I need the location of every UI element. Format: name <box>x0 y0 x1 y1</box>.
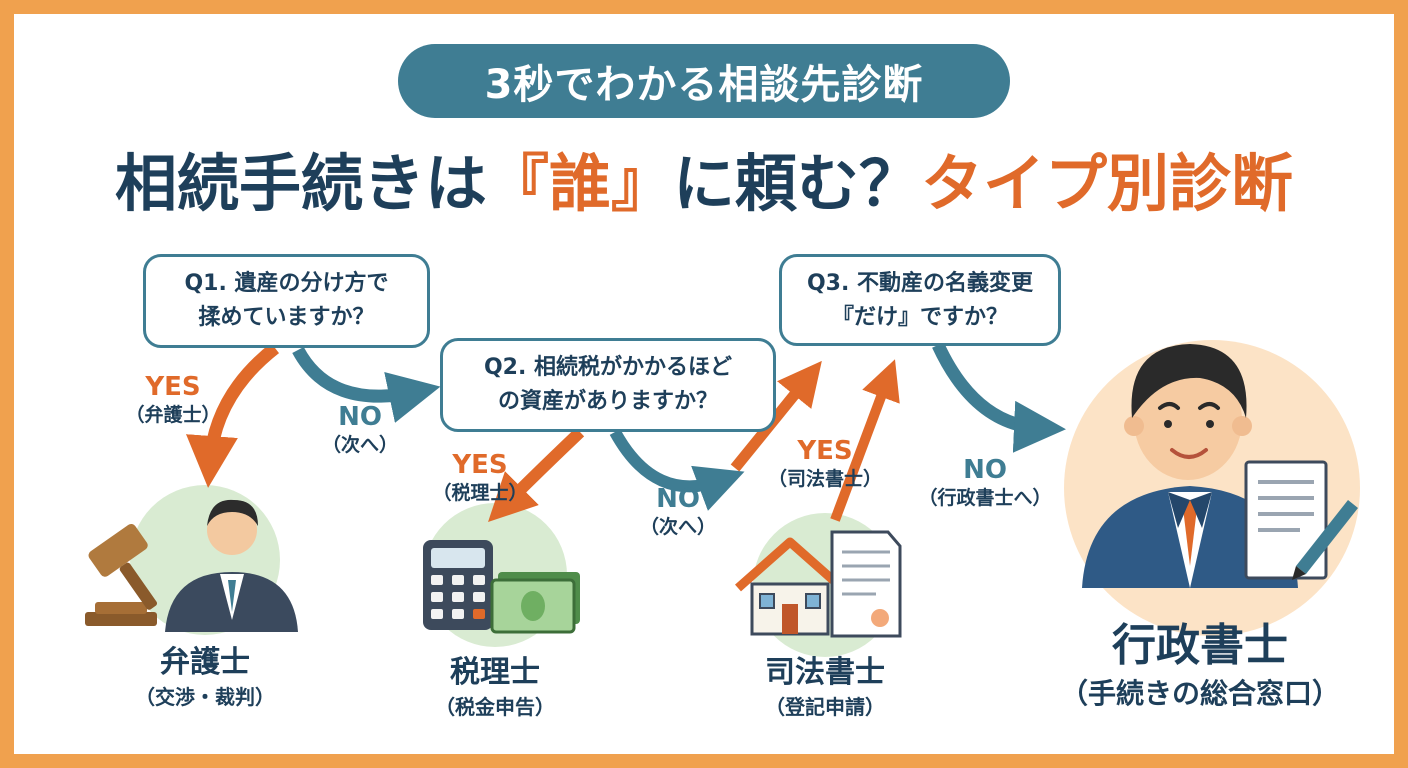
admin-person-icon <box>1082 344 1298 588</box>
q1-yes-label: YES （弁護士） <box>118 372 228 428</box>
result-admin-sub: （手続きの総合窓口） <box>1059 677 1340 710</box>
result-lawyer: 弁護士 （交渉・裁判） <box>110 644 300 712</box>
title-part-1: 相続手続きは <box>114 147 487 220</box>
q2-yes-arrow <box>488 427 585 522</box>
question-3-box: Q3. 不動産の名義変更 『だけ』ですか？ <box>779 254 1061 346</box>
question-1-line-1: Q1. 遺産の分け方で <box>184 271 389 296</box>
q3-no-label: NO （行政書士へ） <box>905 455 1065 511</box>
q1-no-text: NO <box>338 402 382 432</box>
pen-icon <box>1292 500 1358 580</box>
result-tax-sub: （税金申告） <box>435 695 555 719</box>
house-icon <box>735 537 845 636</box>
question-2-box: Q2. 相続税がかかるほど の資産がありますか？ <box>440 338 776 432</box>
result-lawyer-sub: （交渉・裁判） <box>135 685 275 709</box>
q2-no-arrow <box>609 429 745 511</box>
result-judicial-sub: （登記申請） <box>765 695 885 719</box>
q2-yes-label: YES （税理士） <box>420 450 540 506</box>
result-judicial-title: 司法書士 <box>765 655 885 690</box>
badge-text: 3秒でわかる相談先診断 <box>484 62 924 108</box>
q2-no-sub: （次へ） <box>639 516 716 538</box>
calculator-icon <box>423 540 493 630</box>
gavel-icon <box>85 523 158 626</box>
result-admin: 行政書士 （手続きの総合窓口） <box>1050 618 1350 714</box>
question-2-line-1: Q2. 相続税がかかるほど <box>483 355 733 380</box>
money-icon <box>490 572 580 634</box>
q2-yes-text: YES <box>452 450 508 480</box>
title-part-3: に頼む？ <box>673 147 922 220</box>
q3-yes-text: YES <box>797 436 853 466</box>
q3-yes-label: YES （司法書士） <box>755 436 895 492</box>
result-tax-title: 税理士 <box>450 655 540 690</box>
question-3-line-2: 『だけ』ですか？ <box>831 305 1008 330</box>
clipboard-document-icon <box>1244 460 1328 580</box>
q3-no-sub: （行政書士へ） <box>918 487 1052 509</box>
header-badge: 3秒でわかる相談先診断 <box>398 44 1010 118</box>
question-3-line-1: Q3. 不動産の名義変更 <box>806 271 1034 296</box>
q3-no-text: NO <box>963 455 1007 485</box>
q1-yes-arrow <box>186 342 280 488</box>
q3-no-arrow <box>932 342 1066 453</box>
q3-yes-arrow <box>830 359 900 522</box>
q1-no-label: NO （次へ） <box>310 402 410 458</box>
q2-no-label: NO （次へ） <box>628 484 728 540</box>
q1-no-arrow <box>292 346 441 423</box>
result-lawyer-title: 弁護士 <box>160 645 250 680</box>
result-judicial: 司法書士 （登記申請） <box>730 654 920 722</box>
q3-yes-sub: （司法書士） <box>767 468 882 490</box>
result-tax: 税理士 （税金申告） <box>405 654 585 722</box>
lawyer-person-icon <box>165 499 298 632</box>
q1-no-sub: （次へ） <box>321 434 398 456</box>
question-1-line-2: 揉めていますか？ <box>198 305 375 330</box>
title-part-2: 『誰』 <box>486 147 673 220</box>
q2-no-text: NO <box>656 484 700 514</box>
q1-yes-text: YES <box>145 372 201 402</box>
page-title: 相続手続きは 『誰』 に頼む？ タイプ別診断 <box>0 132 1408 224</box>
q2-yes-sub: （税理士） <box>432 482 528 504</box>
title-part-4: タイプ別診断 <box>921 147 1294 220</box>
q1-yes-sub: （弁護士） <box>125 404 221 426</box>
question-1-box: Q1. 遺産の分け方で 揉めていますか？ <box>143 254 430 348</box>
result-admin-title: 行政書士 <box>1112 620 1288 671</box>
question-2-line-2: の資産がありますか？ <box>497 389 718 414</box>
document-icon <box>830 530 902 638</box>
